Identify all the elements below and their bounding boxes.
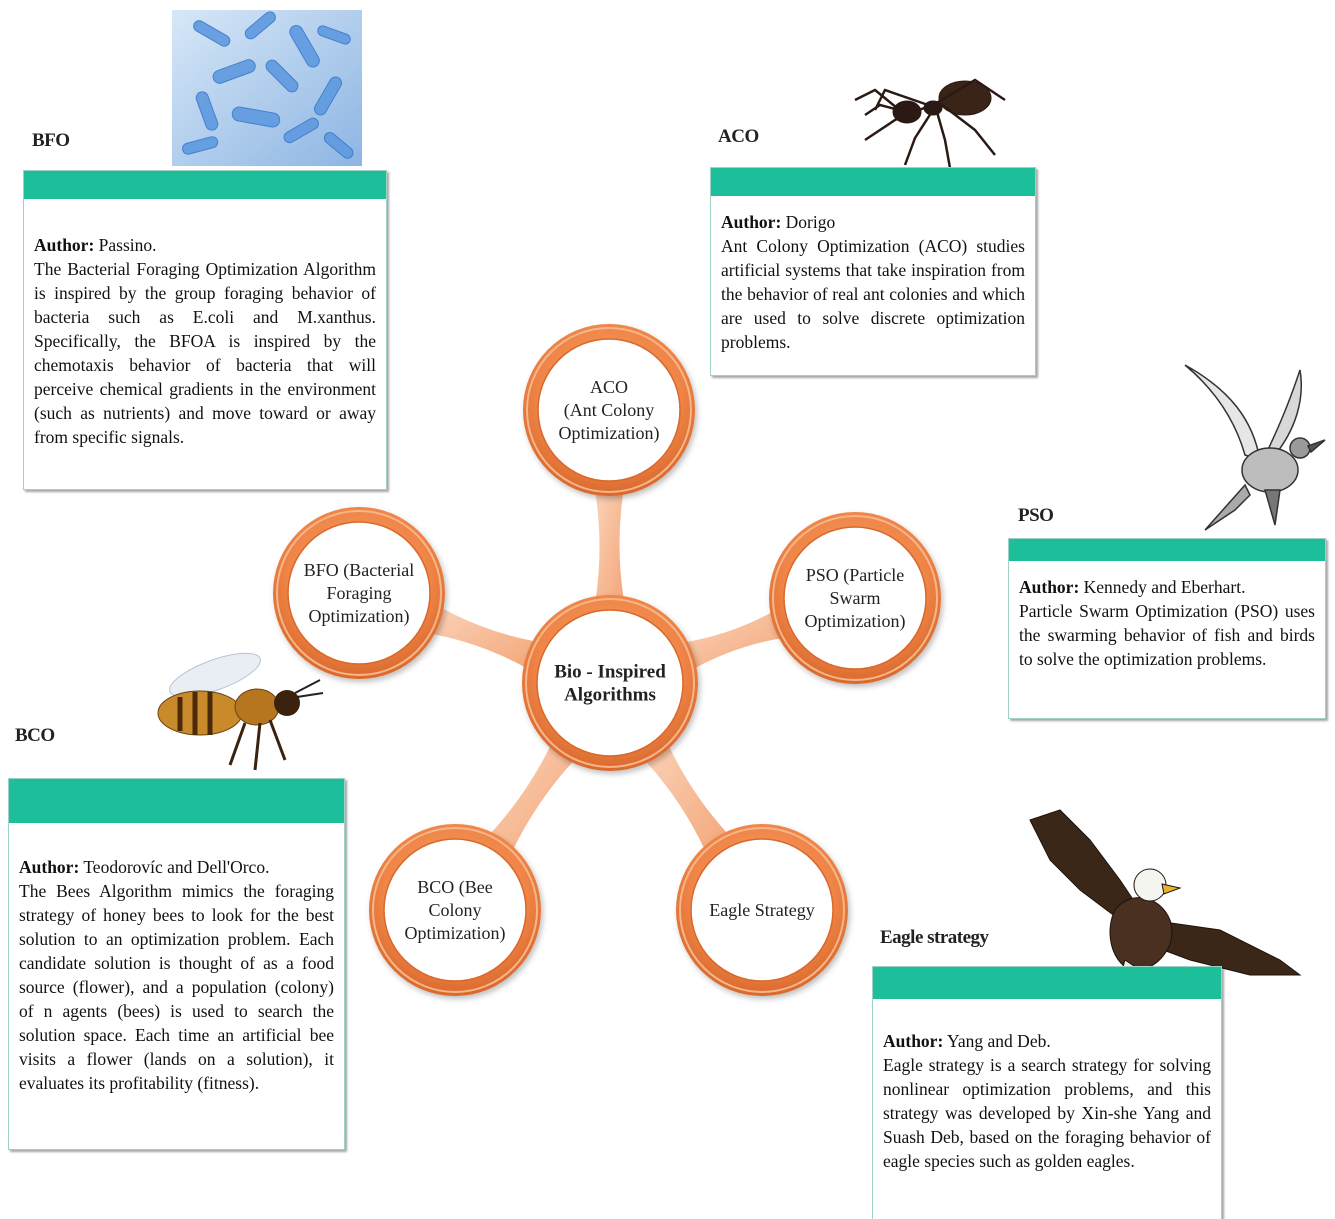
card-body: Author: Passino. The Bacterial Foraging … xyxy=(24,199,386,457)
card-header xyxy=(873,967,1221,999)
author-name: Passino. xyxy=(98,235,157,255)
ant-image xyxy=(854,78,1006,169)
connector-pso xyxy=(684,611,783,669)
aco-card: Author: Dorigo Ant Colony Optimization (… xyxy=(710,167,1036,376)
author-line: Author: Passino. xyxy=(34,233,376,257)
node-aco-disc xyxy=(537,338,681,482)
node-bco-label-line: BCO (Bee xyxy=(417,877,493,898)
node-eagle-ring-highlight xyxy=(679,827,845,993)
card-body: Author: Teodorovíc and Dell'Orco. The B… xyxy=(9,823,344,1103)
node-bfo-label-line: Foraging xyxy=(327,583,392,603)
bee-image xyxy=(157,652,324,771)
card-description: Ant Colony Optimization (ACO) studies ar… xyxy=(721,236,1025,352)
center-node-ring-highlight xyxy=(525,598,695,768)
author-label: Author: xyxy=(721,212,782,232)
node-bco-ring-highlight xyxy=(372,827,538,993)
pigeon-image xyxy=(1184,364,1326,531)
node-eagle: Eagle Strategy xyxy=(676,824,848,996)
center-node-disc xyxy=(536,609,684,757)
pso-card: Author: Kennedy and Eberhart. Particle S… xyxy=(1008,538,1326,719)
eagle-image xyxy=(1029,809,1302,1001)
node-bco-disc xyxy=(383,838,527,982)
node-aco-label-line: Optimization) xyxy=(559,423,660,444)
card-header xyxy=(9,779,344,823)
author-line: Author: Dorigo xyxy=(721,210,1025,234)
author-line: Author: Yang and Deb. xyxy=(883,1029,1211,1053)
card-description: Particle Swarm Optimization (PSO) uses t… xyxy=(1019,601,1315,669)
aco-title: ACO xyxy=(718,126,759,147)
node-aco-label-line: (Ant Colony xyxy=(564,400,655,421)
node-pso-ring-highlight xyxy=(772,515,938,681)
node-bfo-disc xyxy=(287,521,431,665)
author-label: Author: xyxy=(19,857,80,877)
author-name: Yang and Deb. xyxy=(947,1031,1051,1051)
connector-aco xyxy=(595,491,624,600)
bfo-card: Author: Passino. The Bacterial Foraging … xyxy=(23,170,387,490)
bco-title: BCO xyxy=(15,725,55,746)
node-eagle-label-line: Eagle Strategy xyxy=(709,900,814,920)
center-node-label-line: Bio - Inspired xyxy=(554,662,666,683)
node-aco-ring-highlight xyxy=(526,327,692,493)
connector-bco xyxy=(489,744,575,851)
connector-eagle xyxy=(645,745,729,850)
card-body: Author: Kennedy and Eberhart. Particle S… xyxy=(1009,561,1325,679)
connector-bfo xyxy=(431,607,536,668)
card-header xyxy=(711,168,1035,196)
author-name: Kennedy and Eberhart. xyxy=(1083,577,1246,597)
card-header xyxy=(24,171,386,199)
card-header xyxy=(1009,539,1325,561)
node-bfo-label-line: BFO (Bacterial xyxy=(304,560,414,581)
node-pso-label-line: Optimization) xyxy=(805,611,906,632)
node-bfo-label-line: Optimization) xyxy=(309,606,410,627)
node-pso-disc xyxy=(783,526,927,670)
card-description: The Bacterial Foraging Optimization Algo… xyxy=(34,259,376,447)
eagle-title: Eagle strategy xyxy=(880,927,989,948)
node-pso-label-line: PSO (Particle xyxy=(806,565,905,586)
card-body: Author: Dorigo Ant Colony Optimization (… xyxy=(711,196,1035,362)
author-label: Author: xyxy=(883,1031,944,1051)
node-bco-label-line: Colony xyxy=(428,900,481,920)
author-name: Dorigo xyxy=(785,212,836,232)
bfo-title: BFO xyxy=(32,130,70,151)
center-node-label-line: Algorithms xyxy=(564,685,656,706)
card-description: Eagle strategy is a search strategy for … xyxy=(883,1055,1211,1171)
card-description: The Bees Algorithm mimics the foraging s… xyxy=(19,881,334,1093)
node-eagle-disc xyxy=(690,838,834,982)
bacteria-image xyxy=(172,10,362,166)
bco-card: Author: Teodorovíc and Dell'Orco. The B… xyxy=(8,778,345,1150)
author-label: Author: xyxy=(34,235,95,255)
node-aco-label-line: ACO xyxy=(590,377,628,397)
card-body: Author: Yang and Deb. Eagle strategy is … xyxy=(873,999,1221,1181)
node-pso-label-line: Swarm xyxy=(830,588,881,608)
pso-title: PSO xyxy=(1018,505,1054,526)
author-name: Teodorovíc and Dell'Orco. xyxy=(83,857,270,877)
connectors xyxy=(431,491,783,851)
node-bfo-ring-highlight xyxy=(276,510,442,676)
node-bco-label-line: Optimization) xyxy=(405,923,506,944)
author-line: Author: Kennedy and Eberhart. xyxy=(1019,575,1315,599)
author-line: Author: Teodorovíc and Dell'Orco. xyxy=(19,855,334,879)
eagle-card: Author: Yang and Deb. Eagle strategy is … xyxy=(872,966,1222,1219)
author-label: Author: xyxy=(1019,577,1080,597)
